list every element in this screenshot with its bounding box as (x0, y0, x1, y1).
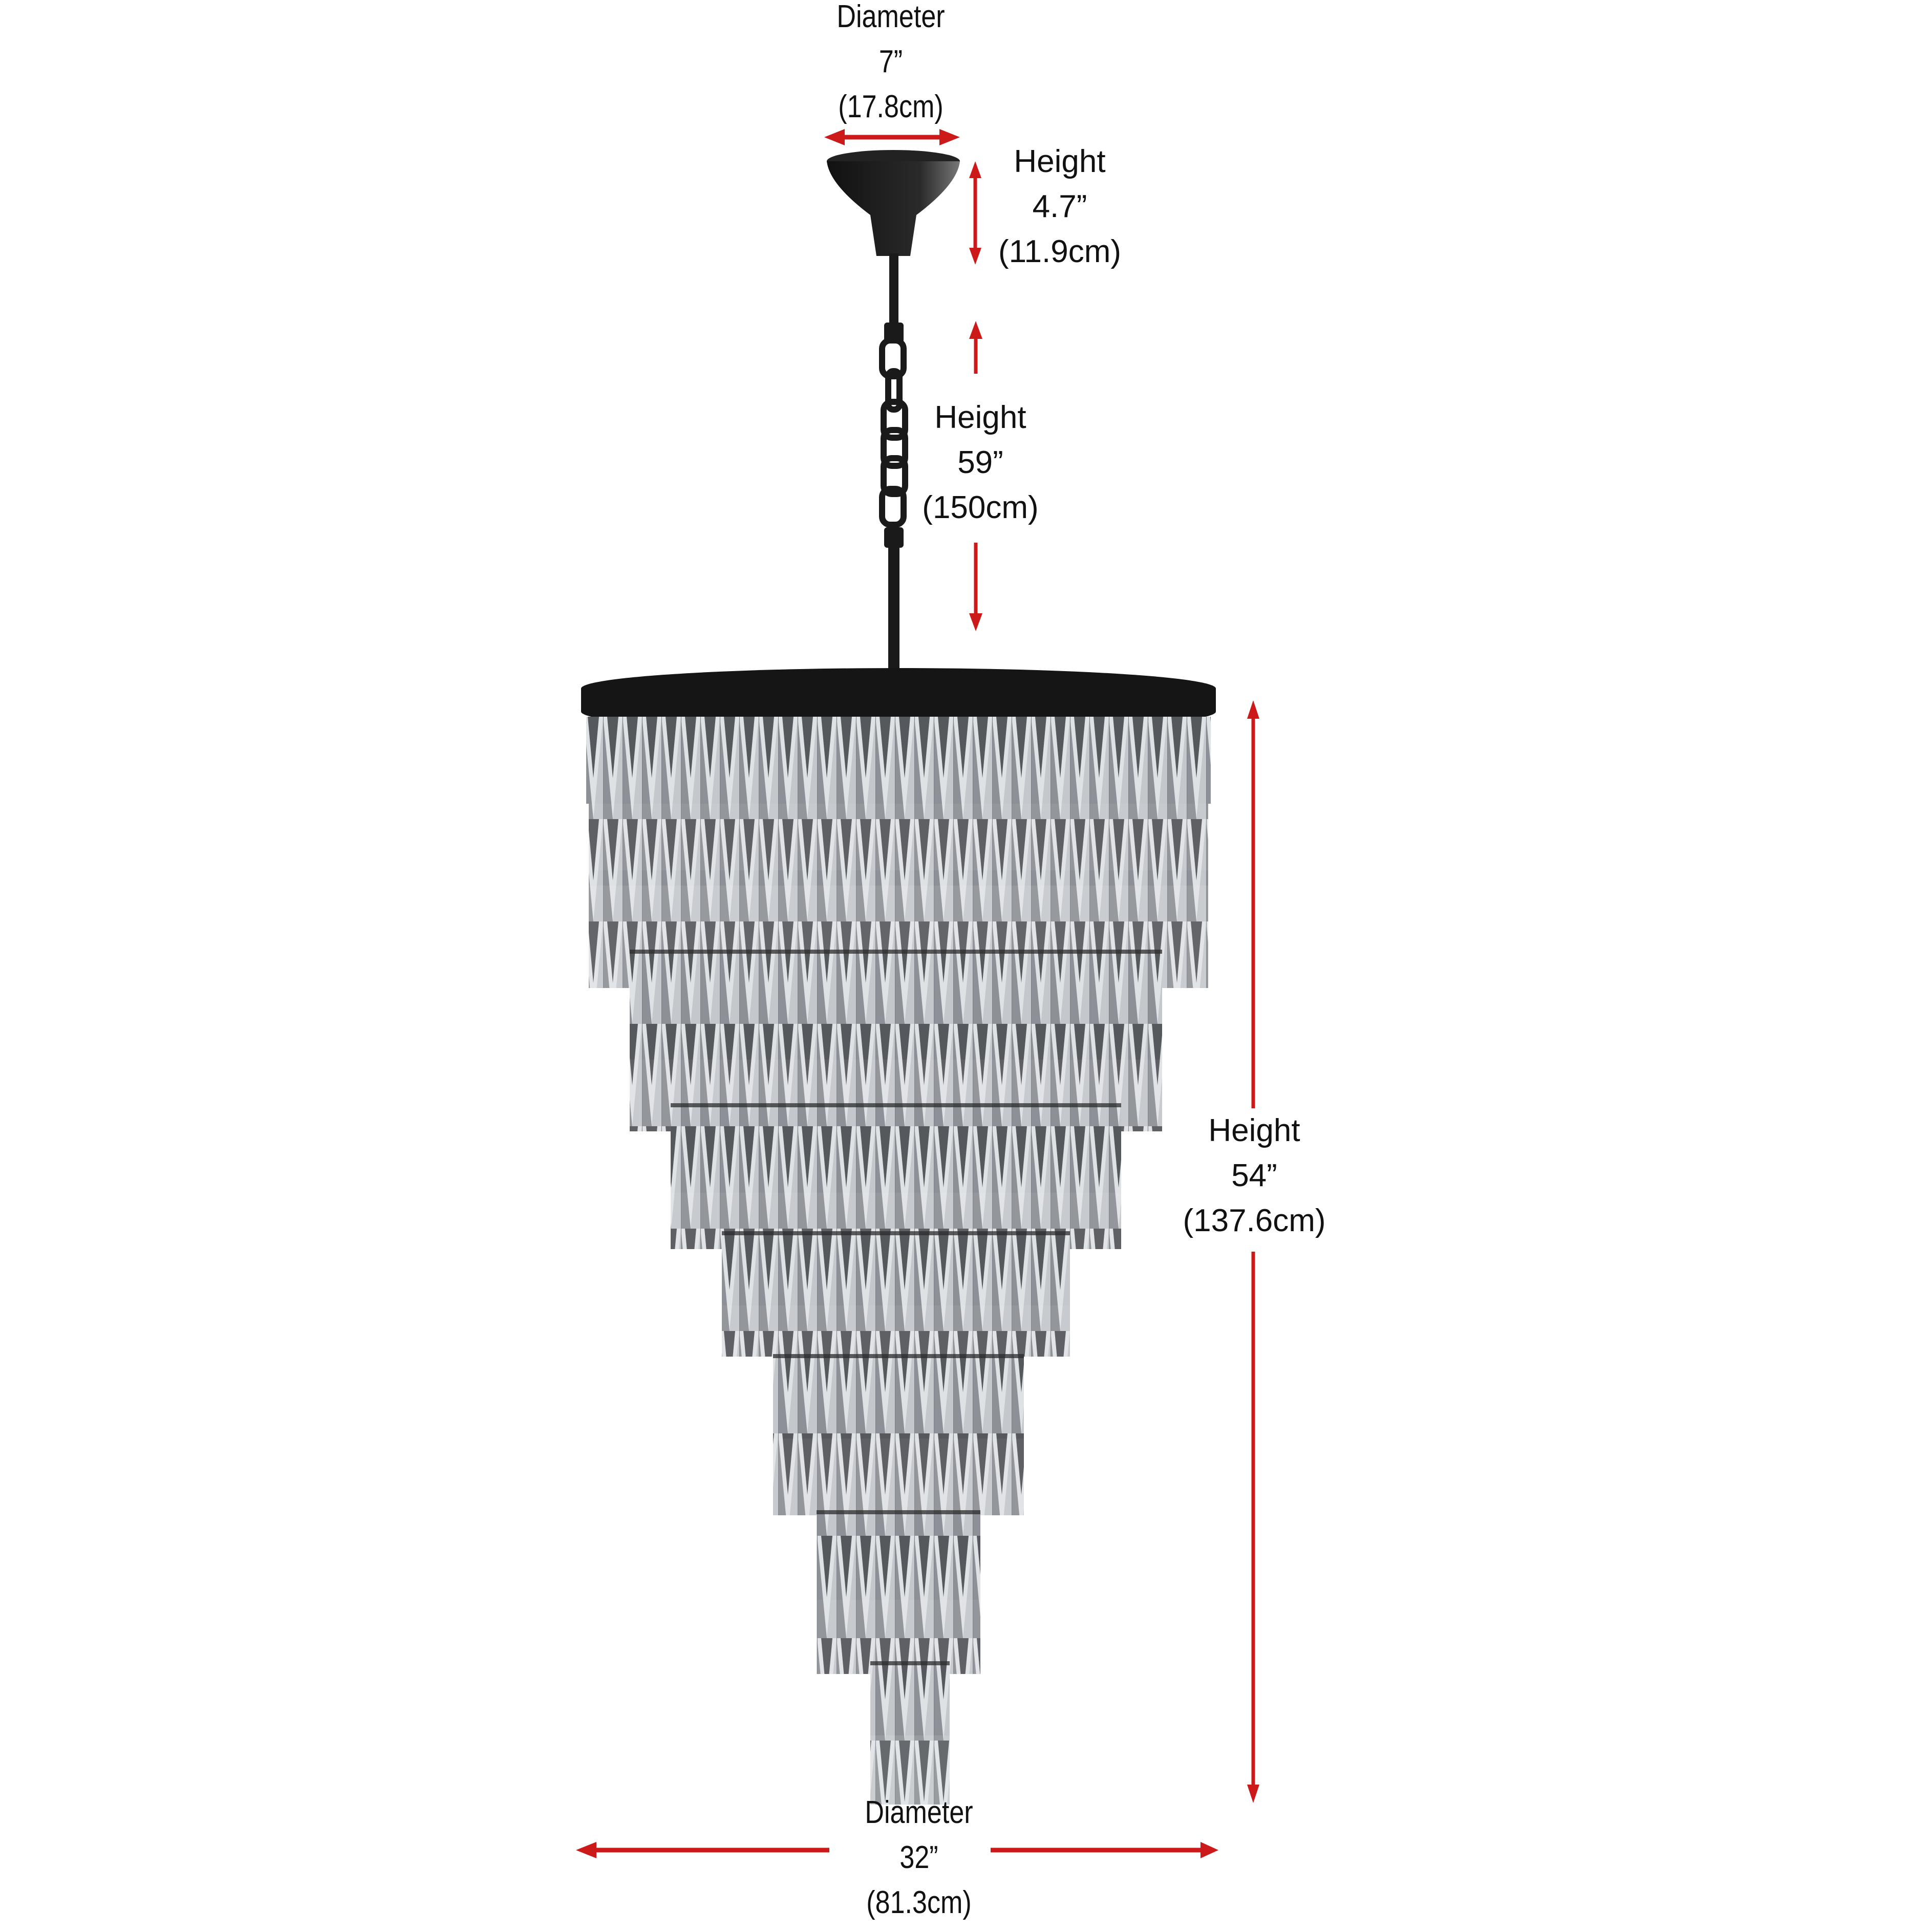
arrow-chain-height (969, 321, 982, 631)
body-height-imperial: 54” (1231, 1158, 1277, 1193)
crystal-tiers (586, 717, 1211, 1805)
canopy-diameter-imperial: 7” (878, 44, 903, 79)
hanging-chain (879, 253, 908, 671)
body-height-label: Height 54” (137.6cm) (1172, 1115, 1336, 1250)
dimension-arrows (576, 129, 1259, 1858)
body-diameter-metric: (81.3cm) (866, 1885, 972, 1920)
chain-height-imperial: 59” (957, 445, 1003, 480)
body-height-title: Height (1208, 1113, 1300, 1148)
body-diameter-imperial: 32” (899, 1840, 938, 1875)
body-height-metric: (137.6cm) (1183, 1203, 1326, 1238)
canopy-height-title: Height (1014, 144, 1106, 179)
ceiling-canopy (827, 150, 960, 256)
canopy-height-metric: (11.9cm) (998, 234, 1121, 269)
body-diameter-title: Diameter (865, 1795, 973, 1830)
arrow-canopy-diameter (824, 129, 960, 145)
canopy-height-imperial: 4.7” (1032, 189, 1087, 224)
chain-height-label: Height 59” (150cm) (911, 402, 1049, 537)
canopy-diameter-metric: (17.8cm) (838, 89, 944, 124)
chain-height-title: Height (934, 400, 1026, 435)
arrow-body-height (1247, 700, 1259, 1803)
arrow-body-diameter (576, 1842, 1218, 1858)
canopy-diameter-label: Diameter 7” (17.8cm) (801, 1, 981, 136)
canopy-height-label: Height 4.7” (11.9cm) (988, 146, 1131, 281)
arrow-canopy-height (969, 161, 981, 265)
chain-height-metric: (150cm) (922, 490, 1039, 525)
canopy-diameter-title: Diameter (837, 0, 945, 34)
body-diameter-label: Diameter 32” (81.3cm) (829, 1797, 1010, 1932)
